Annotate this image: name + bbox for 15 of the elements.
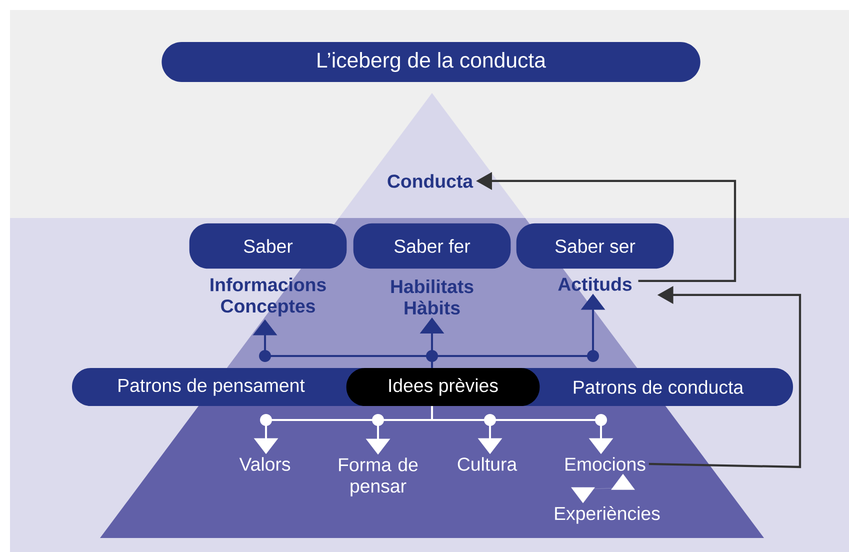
category-pill: Saber ser bbox=[516, 223, 674, 269]
arrow bbox=[571, 474, 635, 504]
label-text: Forma de pensar bbox=[339, 458, 418, 496]
highlight-pill: Idees prèvies bbox=[346, 368, 540, 406]
label-text: Emocions bbox=[566, 457, 646, 471]
category-pill: Saber bbox=[189, 223, 347, 269]
label-text: Informacions Conceptes bbox=[210, 278, 326, 316]
label-text: Habilitats Hàbits bbox=[391, 279, 474, 315]
label-text: Actituds bbox=[558, 277, 632, 291]
category-pill: Saber fer bbox=[353, 223, 511, 269]
label-text: Valors bbox=[239, 457, 290, 471]
title-banner: L’iceberg de la conducta bbox=[162, 42, 700, 82]
label-text: Cultura bbox=[458, 457, 518, 471]
label-text: Experiències bbox=[555, 506, 660, 524]
label-text: Conducta bbox=[388, 174, 474, 188]
